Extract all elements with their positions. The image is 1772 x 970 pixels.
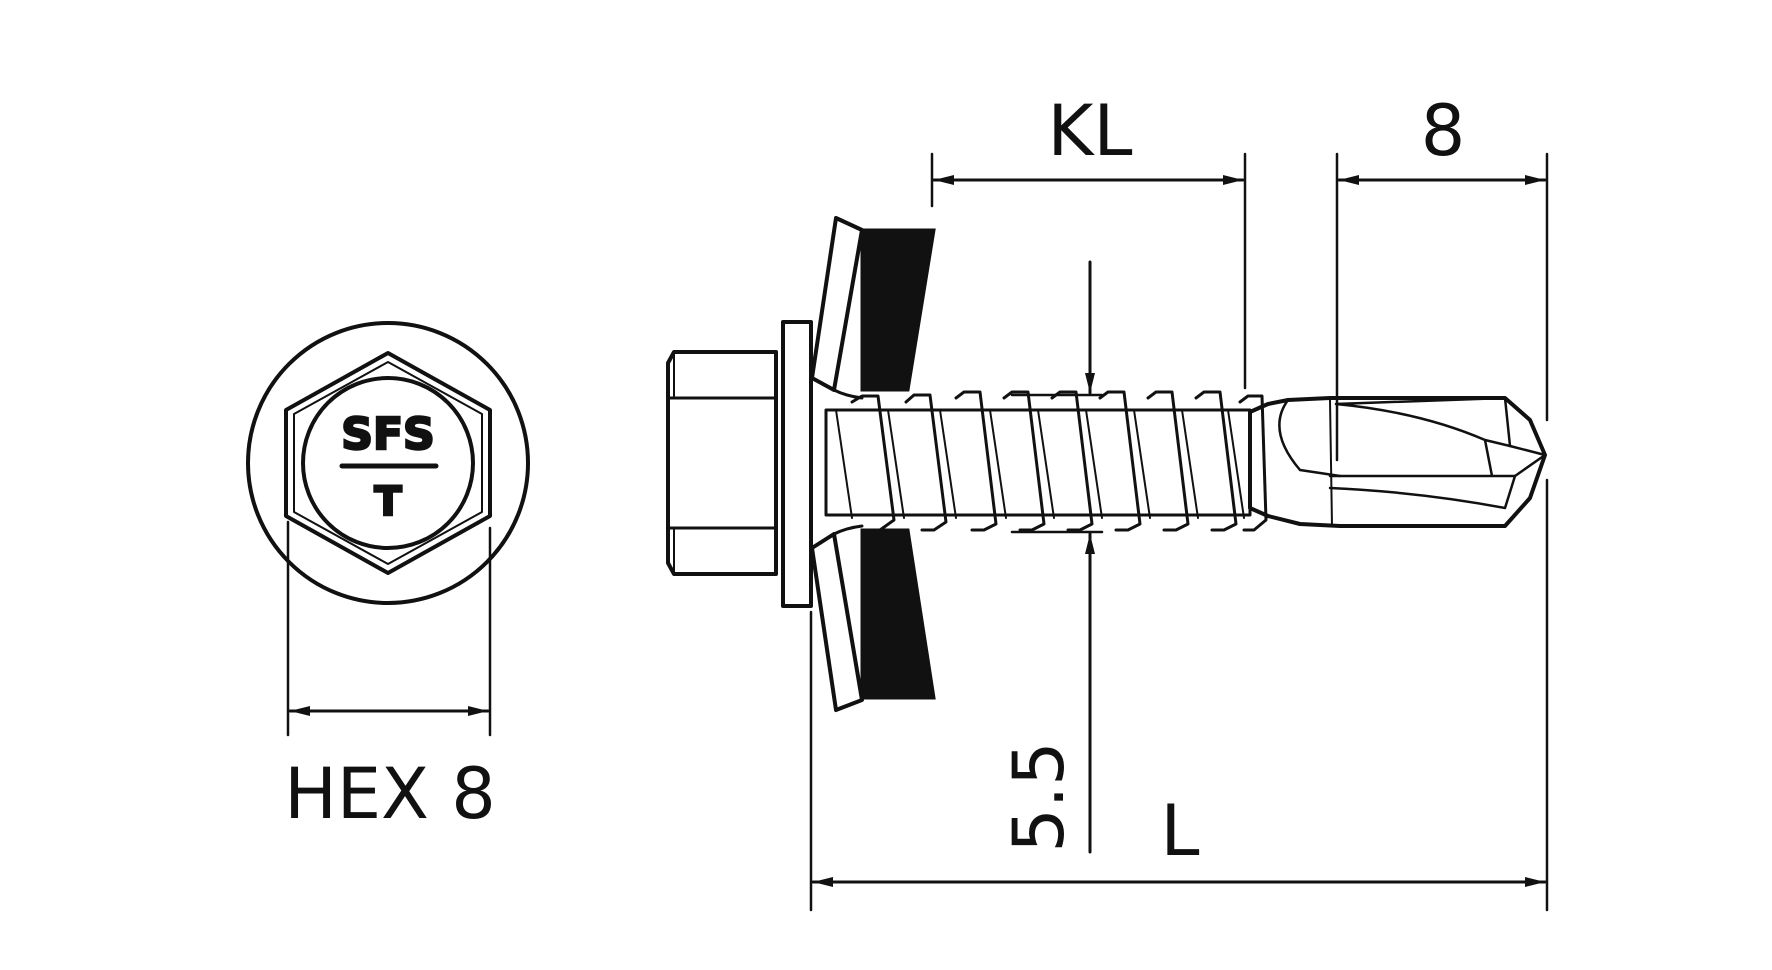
head-face-circle	[301, 376, 475, 550]
washer-contour	[832, 388, 864, 536]
dimension-kl: KL	[930, 90, 1247, 390]
screw-side-view	[666, 216, 1547, 712]
tip-dimension-label: 8	[1421, 90, 1466, 172]
washer-metal-lower	[810, 532, 864, 712]
drill-point	[1248, 396, 1547, 528]
diameter-dimension-label: 5.5	[998, 741, 1080, 852]
length-dimension-label: L	[1161, 790, 1200, 872]
head-marking-bottom: T	[374, 479, 402, 525]
drill-flute-lower	[1328, 438, 1517, 510]
head-marking-top: SFS	[341, 409, 434, 460]
dimension-tip: 8	[1335, 90, 1549, 462]
hex-outline	[284, 351, 492, 575]
head-top-view: SFS T HEX 8	[246, 321, 530, 835]
hex-inner-outline	[293, 361, 483, 565]
drill-flute-upper	[1278, 396, 1512, 478]
hex-head-side	[666, 350, 778, 576]
thread-crests	[850, 390, 1268, 532]
drill-relief-line	[1329, 399, 1333, 527]
washer-outline	[246, 321, 530, 605]
washer-metal	[810, 216, 864, 392]
kl-dimension-label: KL	[1048, 90, 1133, 172]
drill-tip-edges	[1503, 396, 1547, 478]
hex-dimension-label: HEX 8	[284, 753, 496, 835]
dimension-length: L	[809, 478, 1549, 912]
dimension-diameter: 5.5	[998, 260, 1104, 854]
hex-flange	[781, 320, 813, 608]
washer-seal	[860, 228, 936, 392]
washer-seal-lower	[860, 528, 936, 700]
shank-core	[824, 408, 1252, 517]
thread-flanks	[835, 409, 1245, 519]
